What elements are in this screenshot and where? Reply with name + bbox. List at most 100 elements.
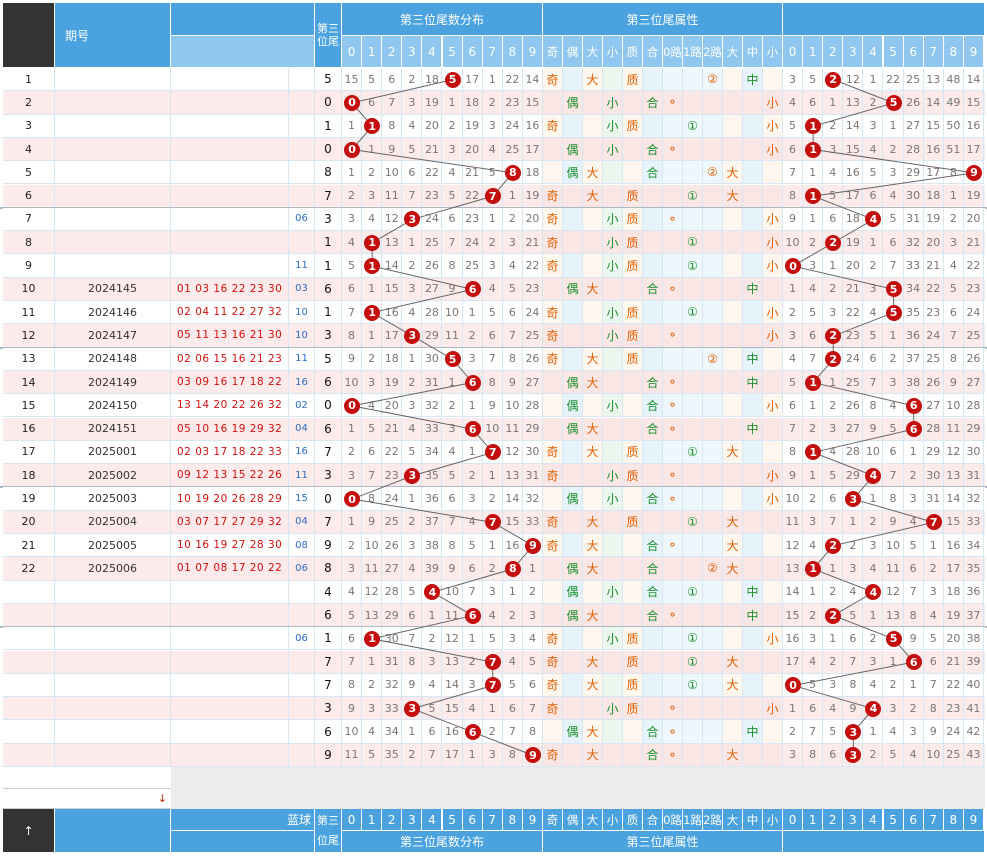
attr-cell: ② [703, 161, 723, 185]
dist-cell: 32 [522, 487, 543, 511]
dist-ball[interactable]: 5 [444, 351, 461, 368]
dropdown-arrow-icon[interactable]: ↓ [157, 792, 167, 805]
trend-ball[interactable]: 3 [845, 491, 862, 508]
dist-ball[interactable]: 6 [464, 281, 481, 298]
dist-cell: 4 [402, 301, 423, 325]
dist-ball[interactable]: 0 [344, 94, 361, 111]
issue-header[interactable]: 期号 [55, 3, 171, 68]
trend-ball[interactable]: 1 [805, 444, 822, 461]
filter-input[interactable] [3, 767, 171, 789]
dist-ball[interactable]: 9 [524, 537, 541, 554]
attr-cell [743, 650, 763, 674]
footer-trend-digit-1: 1 [803, 809, 824, 831]
trend-ball[interactable]: 4 [865, 467, 882, 484]
dist-ball[interactable]: 3 [404, 467, 421, 484]
attr-cell [603, 417, 623, 441]
trend-ball[interactable]: 2 [825, 537, 842, 554]
attr-cell [683, 557, 703, 581]
attr-cell [663, 301, 683, 325]
attr-cell: 中 [743, 370, 763, 395]
dist-ball[interactable]: 1 [364, 630, 381, 647]
trend-ball[interactable]: 6 [905, 654, 922, 671]
attr-cell [643, 68, 663, 92]
dist-ball[interactable]: 6 [464, 374, 481, 391]
dist-ball[interactable]: 1 [364, 118, 381, 135]
dist-cell: 3 [362, 697, 383, 721]
trend-ball[interactable]: 2 [825, 327, 842, 344]
trend-ball[interactable]: 2 [825, 351, 842, 368]
dist-ball[interactable]: 6 [464, 421, 481, 438]
trend-ball[interactable]: 2 [825, 234, 842, 251]
trend-ball[interactable]: 7 [925, 514, 942, 531]
trend-cell: 24 [943, 720, 964, 744]
dist-ball[interactable]: 1 [364, 304, 381, 321]
trend-ball[interactable]: 4 [865, 211, 882, 228]
dist-ball[interactable]: 3 [404, 327, 421, 344]
trend-ball[interactable]: 1 [805, 374, 822, 391]
trend-ball[interactable]: 2 [825, 71, 842, 88]
attr-cell [603, 347, 623, 371]
dist-ball[interactable]: 3 [404, 211, 421, 228]
trend-ball[interactable]: 4 [865, 700, 882, 717]
trend-ball[interactable]: 6 [905, 397, 922, 414]
trend-cell: 12 [883, 580, 904, 604]
dist-ball[interactable]: 0 [344, 141, 361, 158]
trend-cell: 14 [923, 91, 944, 115]
dist-ball[interactable]: 6 [464, 724, 481, 741]
footer-dist-digit-7: 7 [482, 809, 503, 831]
dist-ball[interactable]: 7 [484, 188, 501, 205]
trend-cell: 7 [803, 347, 824, 371]
trend-ball[interactable]: 3 [845, 747, 862, 764]
attr-cell [623, 557, 643, 581]
trend-ball[interactable]: 5 [885, 94, 902, 111]
dist-cell: 7 [522, 697, 543, 721]
trend-ball[interactable]: 9 [965, 164, 982, 181]
dist-ball[interactable]: 7 [484, 654, 501, 671]
dist-cell: 1 [362, 277, 383, 301]
attr-cell [743, 743, 763, 767]
dist-ball[interactable]: 5 [444, 71, 461, 88]
trend-ball[interactable]: 4 [865, 584, 882, 601]
dist-ball[interactable]: 0 [344, 491, 361, 508]
dist-ball[interactable]: 9 [524, 747, 541, 764]
dist-ball[interactable]: 4 [424, 584, 441, 601]
trend-cell: 2 [803, 487, 824, 511]
trend-cell: 4 [863, 301, 884, 325]
dist-cell: 27 [382, 557, 403, 581]
trend-ball[interactable]: 0 [785, 258, 802, 275]
trend-ball[interactable]: 3 [845, 724, 862, 741]
dist-cell: 17 [522, 137, 543, 162]
trend-ball[interactable]: 2 [825, 607, 842, 624]
dist-ball[interactable]: 1 [364, 258, 381, 275]
filter-select[interactable]: ↓ [3, 789, 171, 809]
dist-cell: 1 [482, 697, 503, 721]
trend-ball[interactable]: 5 [885, 630, 902, 647]
dist-ball[interactable]: 8 [504, 164, 521, 181]
dist-ball[interactable]: 8 [504, 560, 521, 577]
dist-ball[interactable]: 7 [484, 514, 501, 531]
trend-ball[interactable]: 5 [885, 304, 902, 321]
dist-ball[interactable]: 3 [404, 700, 421, 717]
trend-ball[interactable]: 1 [805, 188, 822, 205]
attr-cell [563, 673, 583, 698]
dist-ball[interactable]: 7 [484, 677, 501, 694]
dist-ball[interactable]: 6 [464, 607, 481, 624]
dist-cell: 3 [482, 254, 503, 278]
trend-ball[interactable]: 0 [785, 677, 802, 694]
trend-ball[interactable]: 1 [805, 118, 822, 135]
trend-ball[interactable]: 1 [805, 560, 822, 577]
dist-cell: 7 [502, 324, 523, 348]
dist-cell: 1 [462, 394, 483, 418]
dist-ball[interactable]: 0 [344, 397, 361, 414]
dist-ball[interactable]: 7 [484, 444, 501, 461]
issue-number: 2024150 [55, 394, 171, 418]
trend-cell: 6 [883, 440, 904, 465]
trend-ball[interactable]: 1 [805, 141, 822, 158]
attr-cell: 奇 [543, 650, 563, 674]
dist-ball[interactable]: 1 [364, 234, 381, 251]
trend-ball[interactable]: 6 [905, 421, 922, 438]
trend-ball[interactable]: 5 [885, 281, 902, 298]
footer-attr-3: 小 [603, 809, 623, 831]
trend-cell: 9 [863, 417, 884, 441]
trend-cell: 22 [883, 68, 904, 92]
